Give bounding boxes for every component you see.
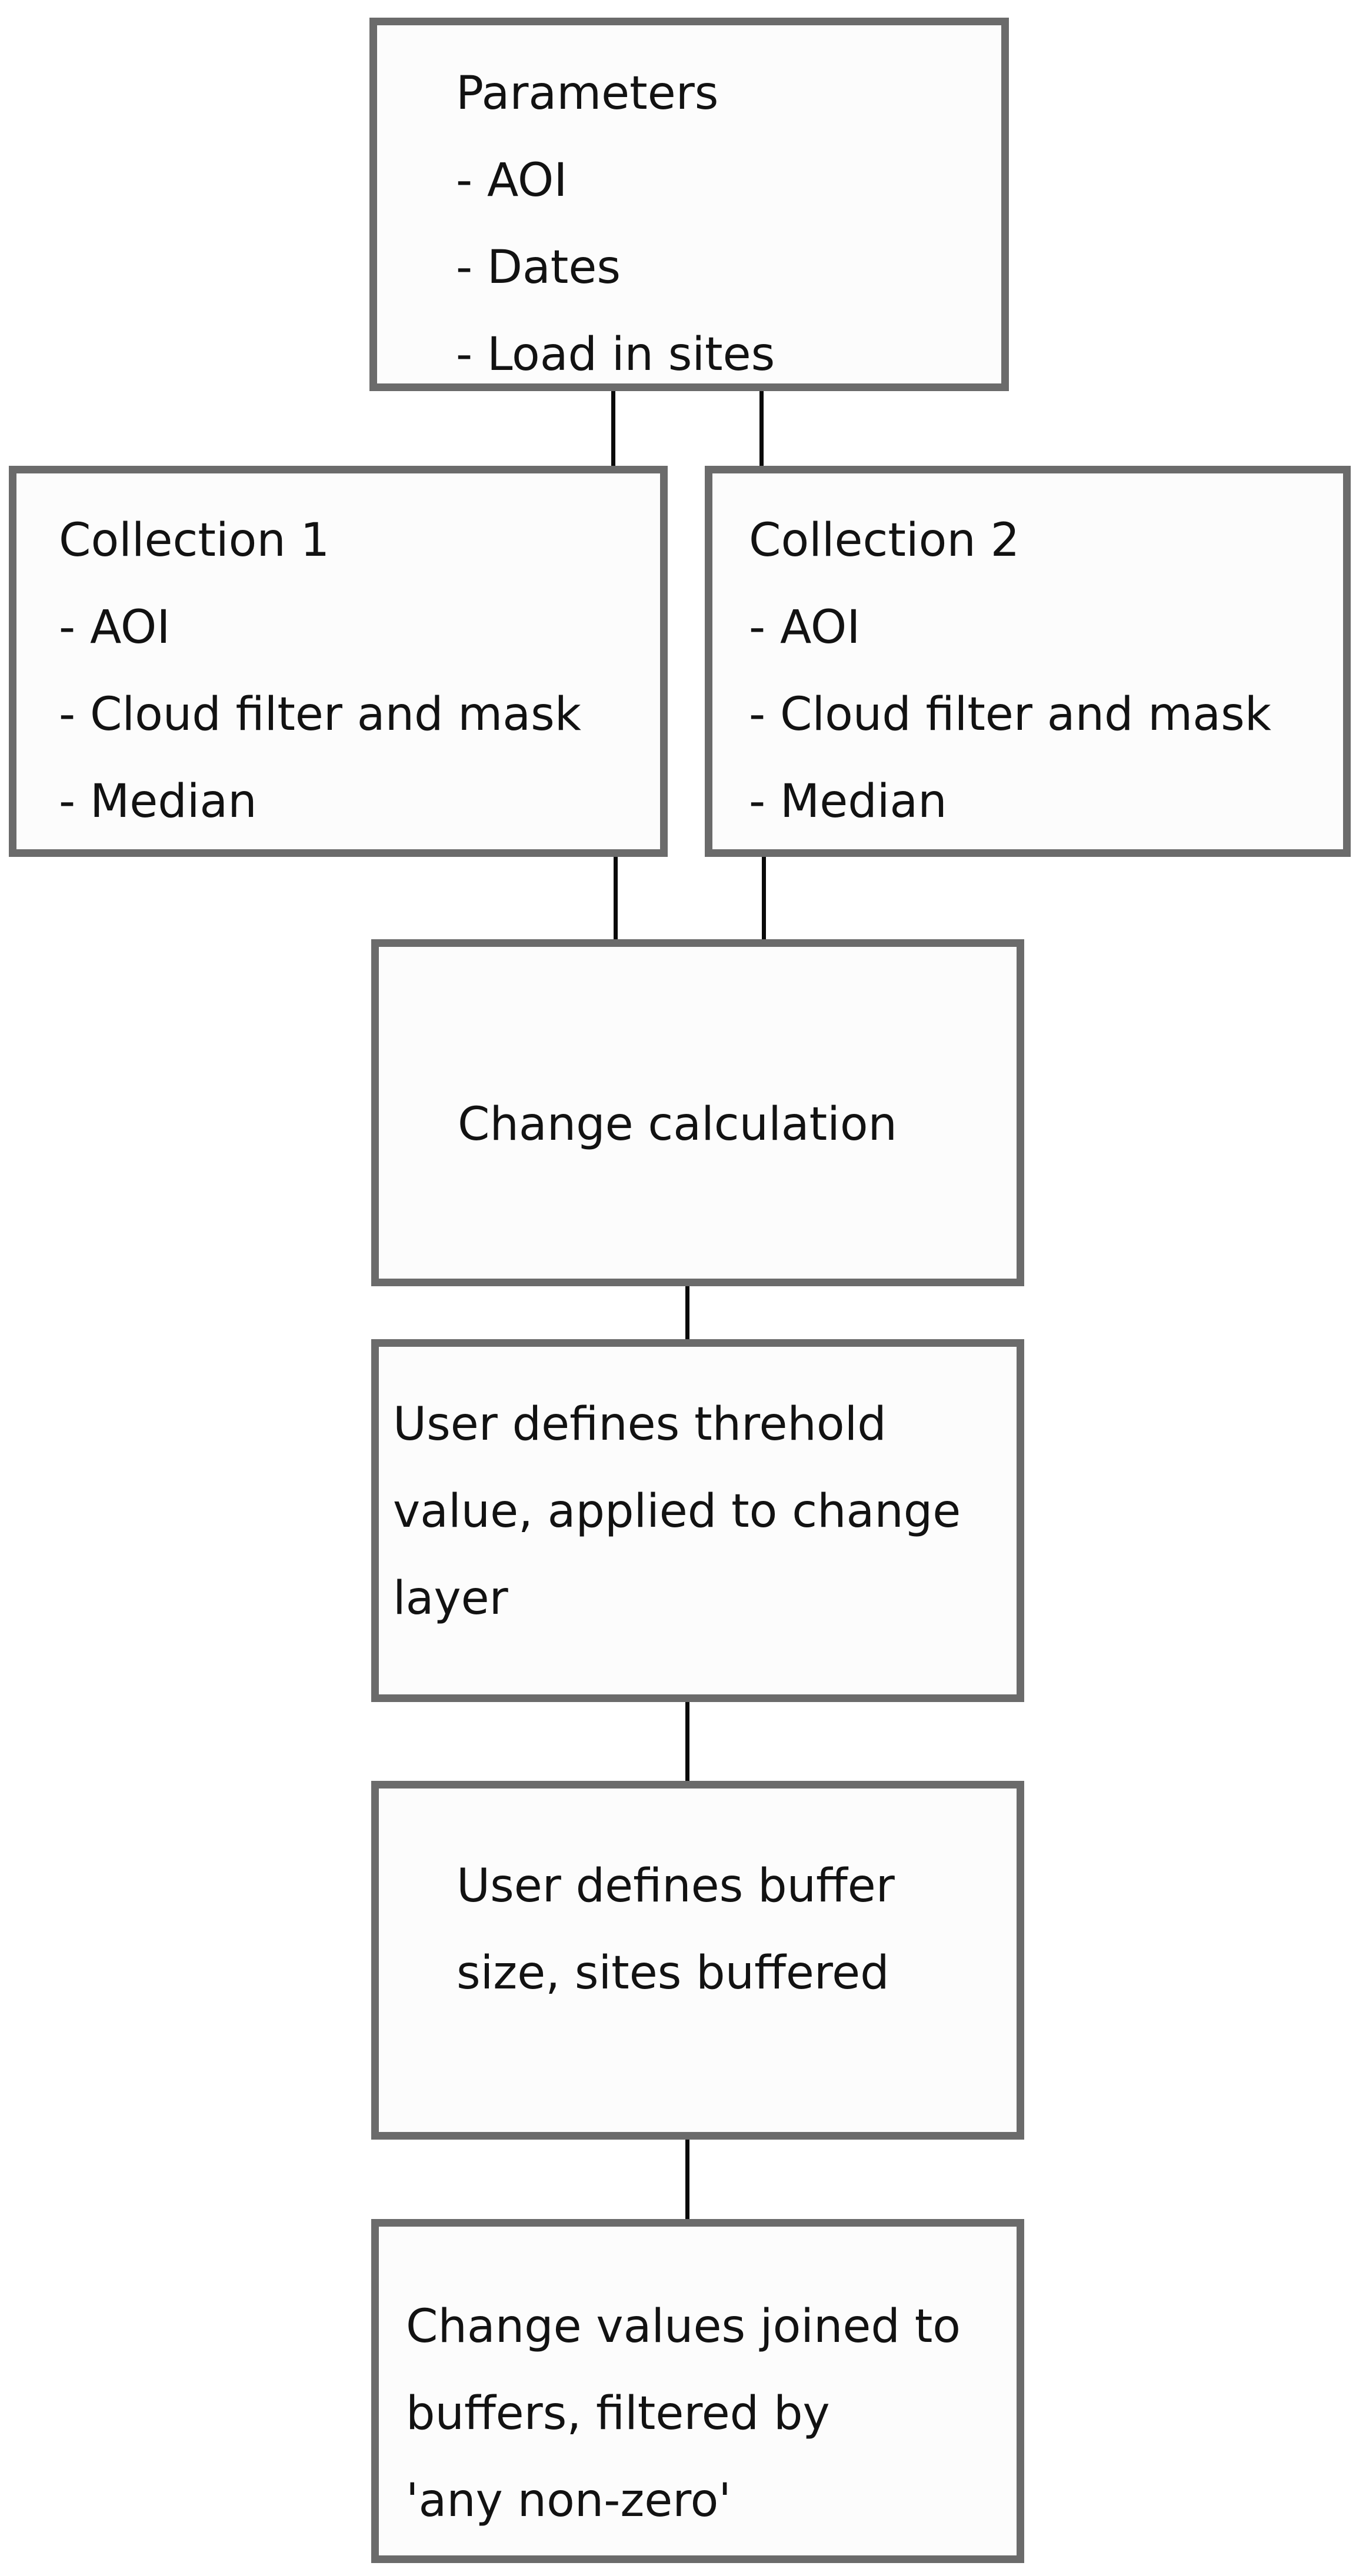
flowchart-node-collection-1: Collection 1 - AOI - Cloud filter and ma… <box>9 466 668 857</box>
collection-1-item-median: - Median <box>59 775 257 828</box>
threshold-line-1: User defines threhold <box>393 1398 887 1451</box>
buffer-line-2: size, sites buffered <box>457 1947 889 2000</box>
flowchart-node-join-filter: Change values joined to buffers, filtere… <box>371 2219 1024 2563</box>
connector-threshold-to-buffer <box>685 1702 689 1781</box>
collection-2-text: Collection 2 - AOI - Cloud filter and ma… <box>712 473 1343 849</box>
parameters-item-aoi: - AOI <box>456 154 568 207</box>
flowchart-node-collection-2: Collection 2 - AOI - Cloud filter and ma… <box>705 466 1351 857</box>
collection-2-item-aoi: - AOI <box>749 601 861 654</box>
collection-1-title: Collection 1 <box>59 514 330 567</box>
collection-1-item-cloud-filter: - Cloud filter and mask <box>59 688 581 741</box>
parameters-title: Parameters <box>456 67 719 120</box>
collection-2-item-median: - Median <box>749 775 947 828</box>
collection-1-item-aoi: - AOI <box>59 601 171 654</box>
connector-change-calculation-to-threshold <box>685 1286 689 1339</box>
collection-2-title: Collection 2 <box>749 514 1020 567</box>
flowchart-node-buffer: User defines buffer size, sites buffered <box>371 1781 1024 2140</box>
flowchart-node-threshold: User defines threhold value, applied to … <box>371 1339 1024 1702</box>
collection-2-item-cloud-filter: - Cloud filter and mask <box>749 688 1271 741</box>
threshold-text: User defines threhold value, applied to … <box>379 1347 1017 1694</box>
connector-parameters-to-collection2 <box>759 391 764 466</box>
threshold-line-3: layer <box>393 1572 508 1625</box>
connector-buffer-to-join <box>685 2140 689 2219</box>
collection-1-text: Collection 1 - AOI - Cloud filter and ma… <box>16 473 660 849</box>
connector-collection1-to-change-calculation <box>614 857 618 939</box>
connector-parameters-to-collection1 <box>611 391 615 466</box>
parameters-item-dates: - Dates <box>456 241 621 294</box>
flowchart-node-parameters: Parameters - AOI - Dates - Load in sites <box>369 18 1009 391</box>
join-filter-line-2: buffers, filtered by <box>406 2387 830 2440</box>
join-filter-text: Change values joined to buffers, filtere… <box>379 2227 1017 2555</box>
flowchart-node-change-calculation: Change calculation <box>371 939 1024 1286</box>
buffer-line-1: User defines buffer <box>457 1860 895 1913</box>
parameters-text: Parameters - AOI - Dates - Load in sites <box>377 25 1001 383</box>
buffer-text: User defines buffer size, sites buffered <box>379 1788 1017 2132</box>
threshold-line-2: value, applied to change <box>393 1485 961 1538</box>
parameters-item-load-in-sites: - Load in sites <box>456 328 775 381</box>
join-filter-line-3: 'any non-zero' <box>406 2474 731 2527</box>
change-calculation-text: Change calculation <box>379 947 1017 1279</box>
join-filter-line-1: Change values joined to <box>406 2300 961 2353</box>
change-calculation-label: Change calculation <box>458 1098 897 1151</box>
connector-collection2-to-change-calculation <box>762 857 766 939</box>
